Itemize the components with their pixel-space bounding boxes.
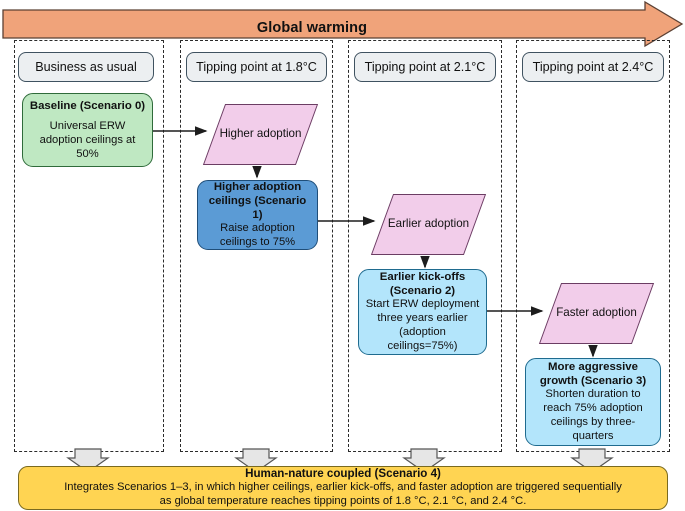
- header-pill-tipping-1-8[interactable]: Tipping point at 1.8°C: [186, 52, 327, 82]
- global-warming-banner: Global warming: [2, 8, 682, 48]
- node-scenario1-body: Raise adoption ceilings to 75%: [219, 222, 296, 249]
- node-scenario3-title: More aggressive growth (Scenario 3): [539, 361, 647, 388]
- node-scenario3-body: Shorten duration to reach 75% adoption c…: [543, 388, 643, 443]
- node-aggressive-growth-scenario-3[interactable]: More aggressive growth (Scenario 3) Shor…: [525, 358, 661, 446]
- header-pill-tipping-2-1[interactable]: Tipping point at 2.1°C: [354, 52, 496, 82]
- node-baseline-body: Universal ERW adoption ceilings at 50%: [39, 119, 136, 160]
- node-scenario1-title: Higher adoption ceilings (Scenario 1): [208, 180, 307, 222]
- node-earlier-kickoffs-scenario-2[interactable]: Earlier kick-offs (Scenario 2) Start ERW…: [358, 269, 487, 355]
- node-human-nature-coupled-scenario-4[interactable]: Human-nature coupled (Scenario 4) Integr…: [18, 466, 668, 510]
- bottom-title: Human-nature coupled (Scenario 4): [245, 467, 441, 481]
- bottom-line-2: as global temperature reaches tipping po…: [159, 495, 527, 508]
- node-scenario2-title: Earlier kick-offs (Scenario 2): [379, 271, 466, 298]
- global-warming-label: Global warming: [256, 20, 368, 36]
- node-higher-ceilings-scenario-1[interactable]: Higher adoption ceilings (Scenario 1) Ra…: [197, 180, 318, 250]
- header-pill-business-as-usual[interactable]: Business as usual: [18, 52, 154, 82]
- node-baseline-title: Baseline (Scenario 0): [29, 99, 146, 112]
- node-scenario2-body: Start ERW deployment three years earlier…: [365, 298, 480, 353]
- header-pill-tipping-2-4[interactable]: Tipping point at 2.4°C: [522, 52, 664, 82]
- node-baseline-scenario-0[interactable]: Baseline (Scenario 0) Universal ERW adop…: [22, 93, 153, 167]
- bottom-line-1: Integrates Scenarios 1–3, in which highe…: [64, 481, 622, 494]
